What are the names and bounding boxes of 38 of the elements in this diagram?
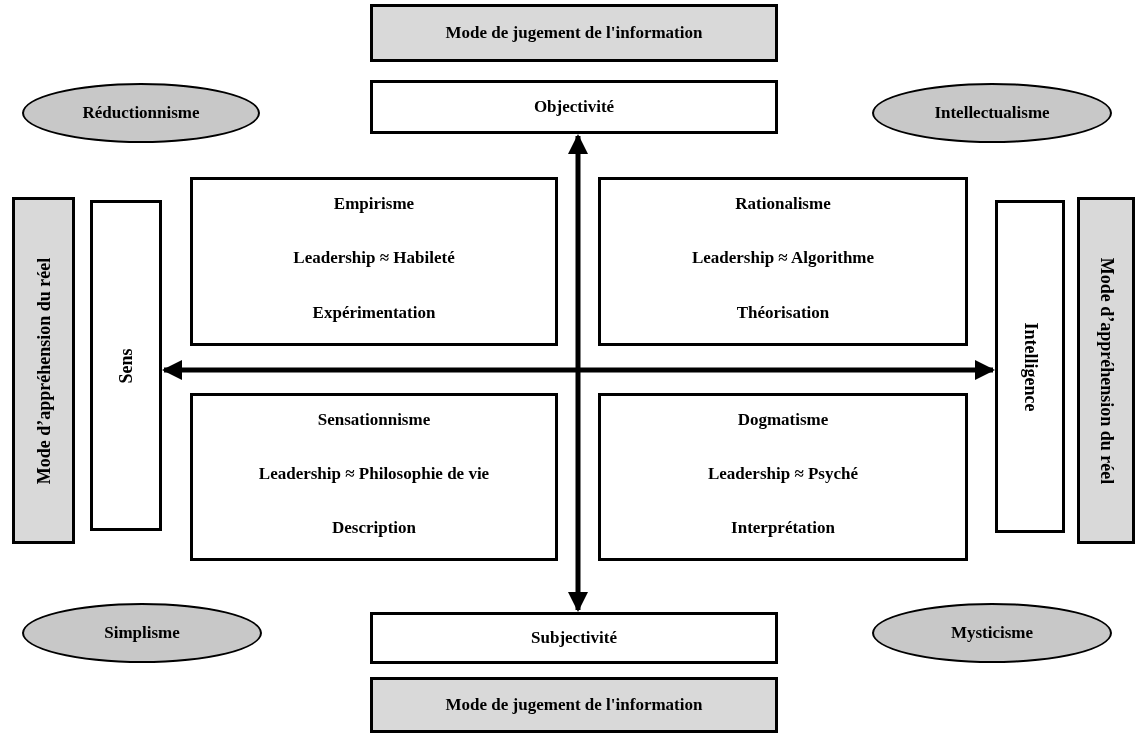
axis-arrow <box>568 134 588 612</box>
label-text: Mode d’appréhension du réel <box>1095 257 1117 484</box>
label-box <box>370 4 778 62</box>
axis-label-box <box>1077 197 1135 544</box>
label-text: Mode d’appréhension du réel <box>33 257 54 484</box>
label-text: Simplisme <box>104 622 180 644</box>
label-text: Mode de jugement de l'information <box>445 22 703 44</box>
label-text: Mode de jugement de l'information <box>445 694 703 716</box>
method-text: Interprétation <box>731 517 835 538</box>
leadership-text: Leadership ≈ Algorithme <box>691 248 875 269</box>
quadrant-title: Empirisme <box>333 194 415 215</box>
label-text: Intellectualisme <box>934 102 1050 124</box>
label-box <box>370 677 778 733</box>
label-box <box>370 612 778 664</box>
label-text: Subjectivité <box>531 627 617 649</box>
label-text: Objectivité <box>533 96 615 118</box>
quadrant-title: Rationalisme <box>735 194 831 215</box>
method-text: Théorisation <box>736 302 830 323</box>
leadership-text: Leadership ≈ Habileté <box>293 248 455 269</box>
method-text: Expérimentation <box>312 302 436 323</box>
axis-label-box <box>12 197 75 544</box>
label-box <box>370 80 778 134</box>
quadrant-box <box>190 393 558 561</box>
axis-arrow <box>162 360 995 380</box>
label-text: Mysticisme <box>950 622 1034 644</box>
quadrant-title: Dogmatisme <box>737 410 829 431</box>
leadership-text: Leadership ≈ Psyché <box>707 463 859 485</box>
label-text: Réductionnisme <box>82 102 200 124</box>
quadrant-box <box>598 177 968 346</box>
label-text: Sens <box>115 348 137 383</box>
method-text: Description <box>331 517 416 538</box>
axis-label-box <box>90 200 162 531</box>
quadrant-box <box>598 393 968 561</box>
quadrant-box <box>190 177 558 346</box>
axis-label-box <box>995 200 1065 533</box>
label-text: Intelligence <box>1019 322 1041 411</box>
leadership-text: Leadership ≈ Philosophie de vie <box>258 463 490 485</box>
quadrant-title: Sensationnisme <box>317 410 431 431</box>
